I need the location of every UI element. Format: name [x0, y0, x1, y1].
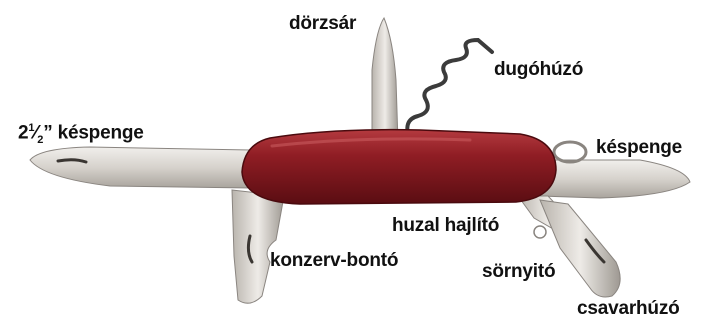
- wire-bender-label: huzal hajlító: [392, 216, 499, 235]
- small-blade: [30, 147, 250, 188]
- screwdriver-tool: [540, 200, 620, 297]
- corkscrew-tool: [407, 40, 492, 140]
- reamer-label: dörzsár: [289, 14, 356, 33]
- can-opener-label: konzerv-bontó: [270, 251, 398, 270]
- bottle-opener-label: sörnyitó: [482, 262, 555, 281]
- large-blade: [540, 160, 690, 198]
- wire-bender-notch: [534, 226, 546, 238]
- large-blade-label: késpenge: [596, 138, 682, 157]
- can-opener-tool: [232, 190, 284, 303]
- small-blade-label: 21⁄2” késpenge: [18, 123, 144, 146]
- reamer-tool: [372, 18, 398, 142]
- key-ring: [554, 142, 586, 162]
- screwdriver-label: csavarhúzó: [577, 299, 680, 318]
- corkscrew-label: dugóhúzó: [494, 60, 583, 79]
- knife-handle: [242, 130, 556, 204]
